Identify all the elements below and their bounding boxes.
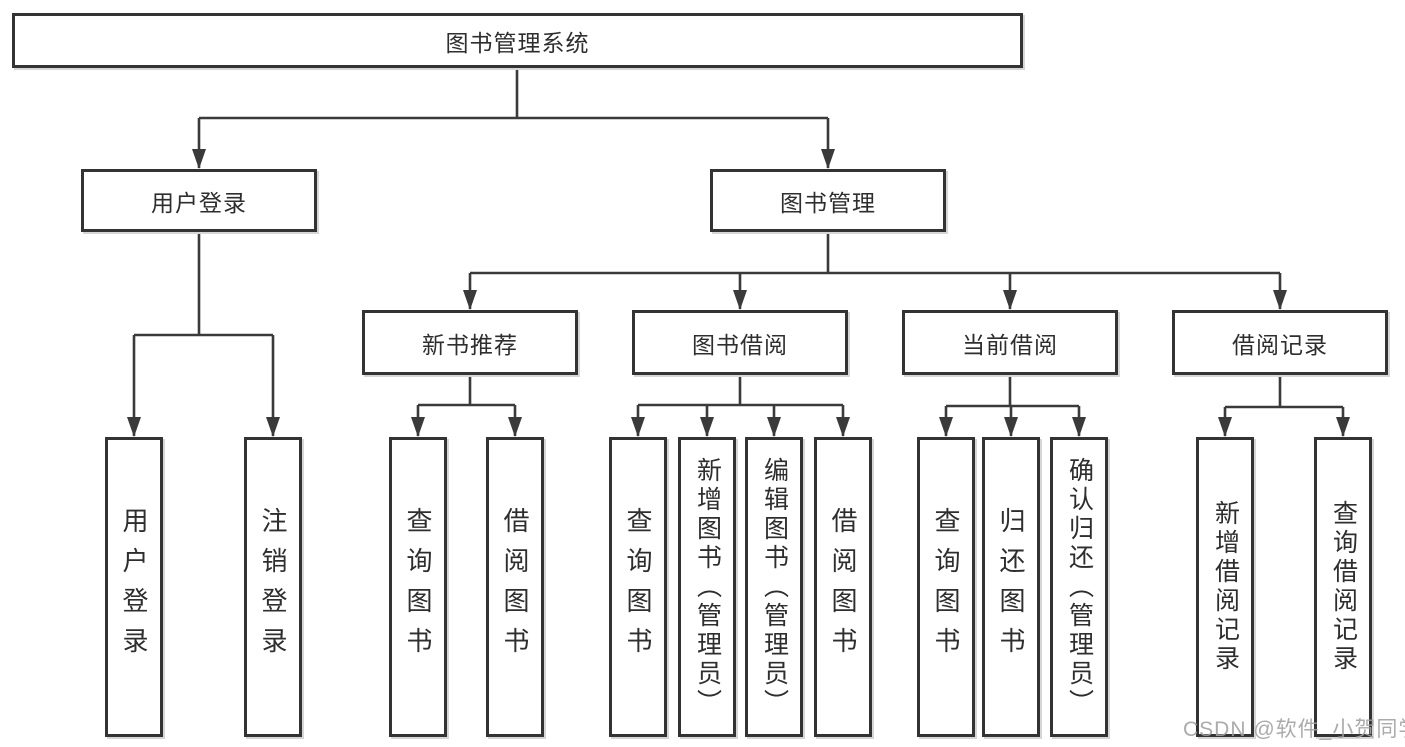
node-library-management-system: 图书管理系统 <box>12 13 1023 68</box>
node-label: 借阅图书 <box>500 507 530 667</box>
node-label: 查询借阅记录 <box>1329 500 1358 674</box>
node-label: 查询图书 <box>931 507 961 667</box>
leaf-borrow-book: 借阅图书 <box>814 437 872 737</box>
node-new-book-recommendation: 新书推荐 <box>362 310 578 375</box>
node-label: 新书推荐 <box>422 331 518 358</box>
node-label: 新增图书（管理员） <box>693 456 722 718</box>
node-label: 借阅记录 <box>1232 331 1328 358</box>
leaf-query-book-recommend: 查询图书 <box>389 437 447 737</box>
node-current-borrowing: 当前借阅 <box>902 310 1118 375</box>
node-label: 编辑图书（管理员） <box>760 456 789 718</box>
leaf-edit-book-admin: 编辑图书（管理员） <box>745 437 803 737</box>
node-label: 图书管理 <box>780 189 876 216</box>
node-label: 确认归还（管理员） <box>1065 456 1094 718</box>
node-label: 查询图书 <box>623 507 653 667</box>
node-label: 查询图书 <box>403 507 433 667</box>
leaf-user-login: 用户登录 <box>105 437 163 737</box>
node-label: 借阅图书 <box>828 507 858 667</box>
leaf-query-borrow-record: 查询借阅记录 <box>1314 437 1372 737</box>
node-label: 用户登录 <box>151 189 247 216</box>
node-label: 图书管理系统 <box>445 29 590 56</box>
node-book-borrowing: 图书借阅 <box>632 310 848 375</box>
node-user-login: 用户登录 <box>81 169 317 232</box>
leaf-return-book: 归还图书 <box>982 437 1040 737</box>
leaf-query-book-current: 查询图书 <box>917 437 975 737</box>
node-label: 注销登录 <box>258 507 288 667</box>
node-borrowing-records: 借阅记录 <box>1172 310 1388 375</box>
node-label: 归还图书 <box>996 507 1026 667</box>
node-label: 新增借阅记录 <box>1211 500 1240 674</box>
node-book-management: 图书管理 <box>710 169 946 232</box>
node-label: 图书借阅 <box>692 331 788 358</box>
node-label: 当前借阅 <box>962 331 1058 358</box>
leaf-logout: 注销登录 <box>244 437 302 737</box>
node-label: 用户登录 <box>119 507 149 667</box>
csdn-watermark: CSDN @软件_小贺同学 <box>1183 718 1405 741</box>
leaf-add-book-admin: 新增图书（管理员） <box>678 437 736 737</box>
leaf-query-book-borrowing: 查询图书 <box>609 437 667 737</box>
leaf-borrow-book-recommend: 借阅图书 <box>486 437 544 737</box>
leaf-add-borrow-record: 新增借阅记录 <box>1196 437 1254 737</box>
leaf-confirm-return-admin: 确认归还（管理员） <box>1050 437 1108 737</box>
